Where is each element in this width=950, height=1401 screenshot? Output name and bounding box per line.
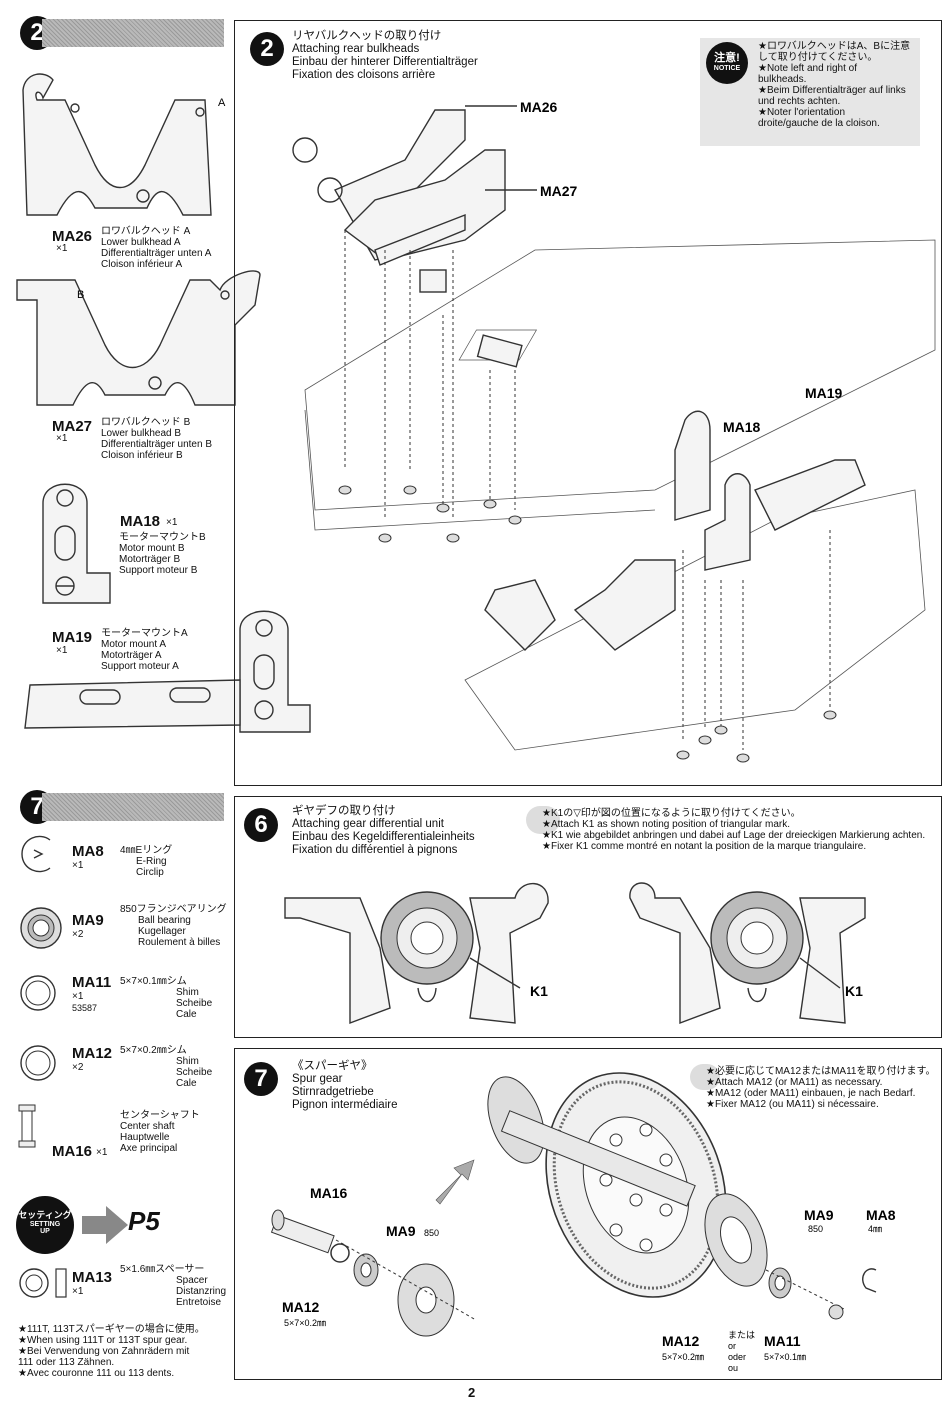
part-qty-ma11: ×1: [72, 991, 84, 1002]
label-ma27: MA27: [540, 183, 578, 199]
step6-differential-drawing: K1 K1: [284, 882, 866, 1025]
ma16-shaft: [270, 1209, 335, 1254]
label-ma18: MA18: [723, 419, 761, 435]
label-ma11-bottom: MA11: [764, 1333, 801, 1349]
label-k1-left: K1: [530, 983, 548, 999]
label-or-ja: または: [728, 1330, 755, 1340]
label-ma8: MA8: [866, 1207, 896, 1223]
label-ma9-right: MA9: [804, 1207, 834, 1223]
part-code-ma19: MA19: [52, 629, 93, 646]
mark-b: B: [77, 289, 84, 301]
part-code-ma18: MA18: [120, 513, 161, 530]
label-ma9-left-size: 850: [424, 1228, 439, 1238]
step6-panel: [234, 796, 942, 1038]
step7-notice-text: ★必要に応じてMA12またはMA11を取り付けます。★Attach MA12 (…: [706, 1066, 936, 1110]
header-band: [42, 19, 224, 47]
mark-a: A: [218, 97, 226, 109]
part-qty-ma18: ×1: [166, 517, 178, 528]
label-ma9-left: MA9: [386, 1223, 416, 1239]
setting-page-ref: P5: [128, 1206, 160, 1236]
step2-assembly-drawing: MA26 MA27 MA18 MA19: [292, 99, 936, 763]
notice-cloud: [690, 1064, 720, 1090]
center-shaft-icon: [18, 1104, 36, 1148]
ma18-motor-mount-b-drawing: [42, 483, 111, 604]
part-code-ma8: MA8: [72, 843, 104, 860]
label-ma26: MA26: [520, 99, 558, 115]
part-qty-ma19: ×1: [56, 645, 68, 656]
label-ma12-bottom: MA12: [662, 1333, 700, 1349]
label-or-de: oder: [728, 1352, 746, 1362]
label-ma9-right-size: 850: [808, 1224, 823, 1234]
part-qty-ma27: ×1: [56, 433, 68, 444]
shim-icon: [20, 975, 56, 1011]
part-qty-ma8: ×1: [72, 860, 84, 871]
step-number-badge: 2: [250, 32, 284, 66]
step2-notice-text: ★ロワバルクヘッドはA、Bに注意して取り付けてください。★Note left a…: [758, 41, 911, 129]
page-number: 2: [468, 1385, 476, 1400]
setting-up-badge: セッティング SETTING UP: [16, 1196, 74, 1254]
part-qty-ma9: ×2: [72, 929, 84, 940]
step-number-badge: 6: [244, 808, 278, 842]
header-band: [42, 793, 224, 821]
part-code-ma11: MA11: [72, 974, 112, 991]
spacer-icon: [19, 1268, 67, 1298]
label-ma12-bottom-size: 5×7×0.2㎜: [662, 1352, 704, 1362]
step7-spur-gear-drawing: MA16 MA9 850 MA12 5×7×0.2㎜ MA9 850 MA8 4…: [270, 1072, 896, 1373]
step2-panel: [234, 20, 942, 786]
label-ma12-left: MA12: [282, 1299, 320, 1315]
part-qty-ma26: ×1: [56, 243, 68, 254]
spur-gear-footnote: ★111T, 113Tスパーギヤーの場合に使用。★When using 111T…: [18, 1324, 205, 1379]
step-number-badge: 7: [244, 1062, 278, 1096]
label-or-fr: ou: [728, 1363, 738, 1373]
part-code-ma12: MA12: [72, 1045, 113, 1062]
part-qty-ma16: ×1: [96, 1147, 108, 1158]
notice-cloud: [526, 806, 560, 834]
ma27-bulkhead-b-drawing: B: [16, 270, 261, 406]
part-code-ma27: MA27: [52, 418, 93, 435]
label-ma11-bottom-size: 5×7×0.1㎜: [764, 1352, 806, 1362]
label-ma8-size: 4㎜: [868, 1224, 882, 1234]
label-ma19: MA19: [805, 385, 843, 401]
label-k1-right: K1: [845, 983, 863, 999]
step6-notice-text: ★K1の▽印が図の位置になるように取り付けてください。★Attach K1 as…: [542, 808, 926, 852]
label-or-en: or: [728, 1341, 736, 1351]
part-code-ma13: MA13: [72, 1269, 113, 1286]
ma26-bulkhead-a-drawing: A: [22, 73, 226, 216]
part-code-ma26: MA26: [52, 228, 93, 245]
arrow-right-icon: [82, 1206, 128, 1244]
shim-icon: [20, 1045, 56, 1081]
label-ma12-left-size: 5×7×0.2㎜: [284, 1318, 326, 1328]
part-number-ma11: 53587: [72, 1003, 98, 1013]
ball-bearing-icon: [20, 907, 62, 949]
ma19-motor-mount-a-drawing: [24, 610, 311, 733]
label-ma16: MA16: [310, 1185, 348, 1201]
e-ring-icon: [21, 835, 51, 873]
part-qty-ma13: ×1: [72, 1286, 84, 1297]
right-bulkhead-assembly: [629, 882, 866, 1025]
notice-badge: 注意! NOTICE: [706, 42, 748, 84]
part-code-ma9: MA9: [72, 912, 104, 929]
part-code-ma16: MA16: [52, 1143, 93, 1160]
step7-panel: [234, 1048, 942, 1380]
left-bulkhead-assembly: [284, 882, 549, 1025]
part-qty-ma12: ×2: [72, 1062, 84, 1073]
